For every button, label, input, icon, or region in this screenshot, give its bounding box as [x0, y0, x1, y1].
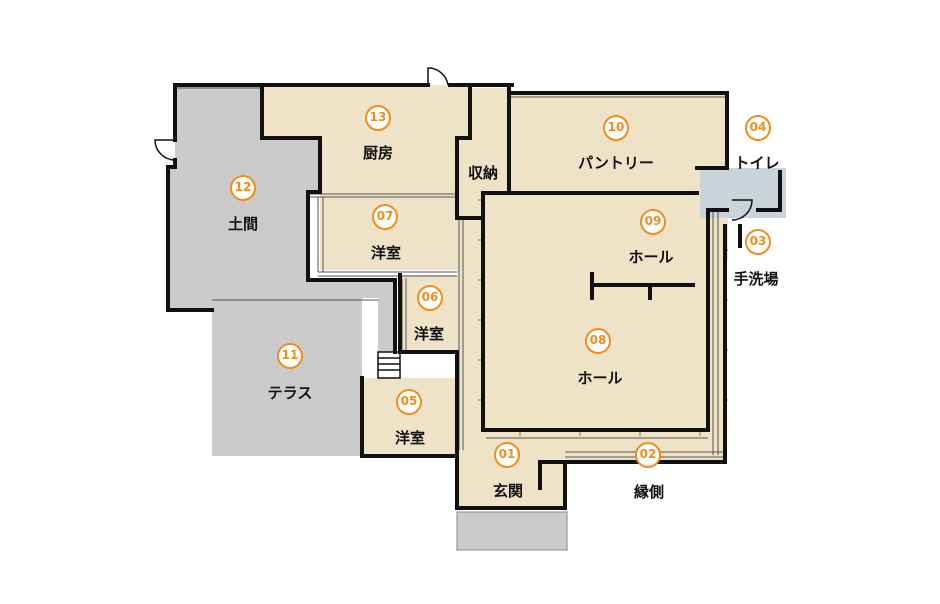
room-label: 洋室	[413, 325, 445, 343]
engawa-corridor-area[interactable]	[457, 210, 725, 508]
room-number-badge: 02	[635, 442, 661, 468]
room-label: 厨房	[362, 144, 394, 162]
room-label: 玄関	[492, 482, 524, 500]
stairs	[377, 351, 401, 379]
room-number-badge: 10	[603, 115, 629, 141]
room-number-badge: 04	[745, 115, 771, 141]
room-number-badge: 06	[417, 285, 443, 311]
pantry-area[interactable]	[509, 93, 727, 193]
hall-area[interactable]	[483, 193, 708, 430]
room-label: 洋室	[370, 244, 402, 262]
room-label: トイレ	[734, 154, 780, 172]
room-label: ホール	[577, 369, 623, 387]
terrace-area[interactable]	[212, 298, 362, 456]
room-number-badge: 03	[745, 229, 771, 255]
room-number-badge: 11	[277, 343, 303, 369]
room-number-badge: 09	[640, 209, 666, 235]
room-label: 手洗場	[733, 270, 779, 288]
room-label: パントリー	[578, 154, 654, 172]
entrance-step	[456, 511, 568, 551]
doma-area[interactable]	[168, 85, 395, 352]
room-label: ホール	[628, 248, 674, 266]
room-label: 土間	[227, 215, 259, 233]
room-number-badge: 01	[494, 442, 520, 468]
room-number-badge: 13	[365, 105, 391, 131]
room-number-badge: 08	[585, 328, 611, 354]
room-number-badge: 07	[372, 204, 398, 230]
kitchen-area[interactable]	[262, 85, 470, 192]
room-label: 縁側	[633, 483, 665, 501]
room-label: 洋室	[394, 429, 426, 447]
room-label: テラス	[267, 384, 313, 402]
room-number-badge: 12	[230, 175, 256, 201]
room-label: 収納	[467, 164, 499, 182]
room-number-badge: 05	[396, 389, 422, 415]
